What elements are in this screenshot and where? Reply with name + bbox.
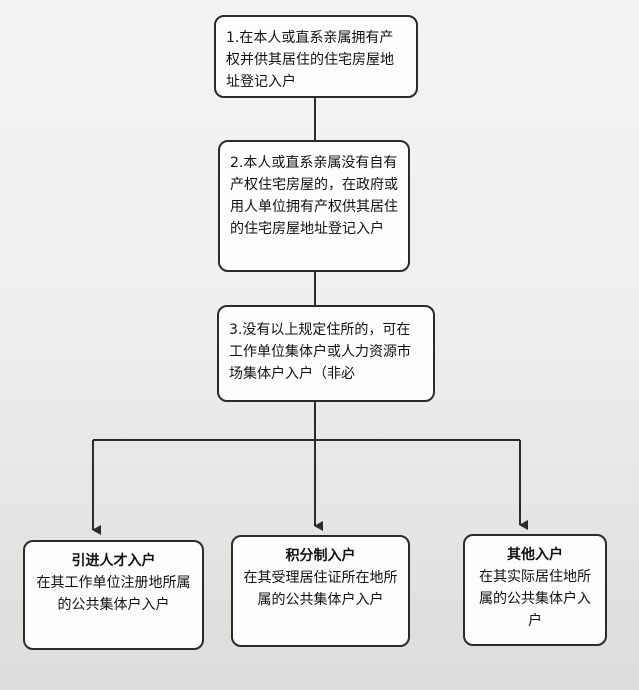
step-1-text: 1.在本人或直系亲属拥有产权并供其居住的住宅房屋地址登记入户 [226, 30, 394, 90]
option-other-title: 其他入户 [507, 547, 563, 563]
option-other-text: 在其实际居住地所属的公共集体户入户 [479, 569, 591, 629]
step-3-box: 3.没有以上规定住所的，可在工作单位集体户或人力资源市场集体户入户（非必 [217, 305, 435, 402]
step-2-text: 2.本人或直系亲属没有自有产权住宅房屋的，在政府或用人单位拥有产权供其居住的住宅… [230, 155, 398, 237]
option-talent-title: 引进人才入户 [71, 553, 156, 569]
step-3-text: 3.没有以上规定住所的，可在工作单位集体户或人力资源市场集体户入户（非必 [229, 322, 411, 382]
option-other-box: 其他入户 在其实际居住地所属的公共集体户入户 [463, 534, 607, 646]
option-talent-box: 引进人才入户 在其工作单位注册地所属的公共集体户入户 [23, 540, 204, 650]
option-points-title: 积分制入户 [285, 548, 356, 564]
step-2-box: 2.本人或直系亲属没有自有产权住宅房屋的，在政府或用人单位拥有产权供其居住的住宅… [218, 140, 410, 272]
option-points-text: 在其受理居住证所在地所属的公共集体户入户 [243, 570, 398, 608]
option-points-box: 积分制入户 在其受理居住证所在地所属的公共集体户入户 [231, 535, 410, 647]
step-1-box: 1.在本人或直系亲属拥有产权并供其居住的住宅房屋地址登记入户 [214, 15, 418, 98]
option-talent-text: 在其工作单位注册地所属的公共集体户入户 [36, 575, 191, 613]
